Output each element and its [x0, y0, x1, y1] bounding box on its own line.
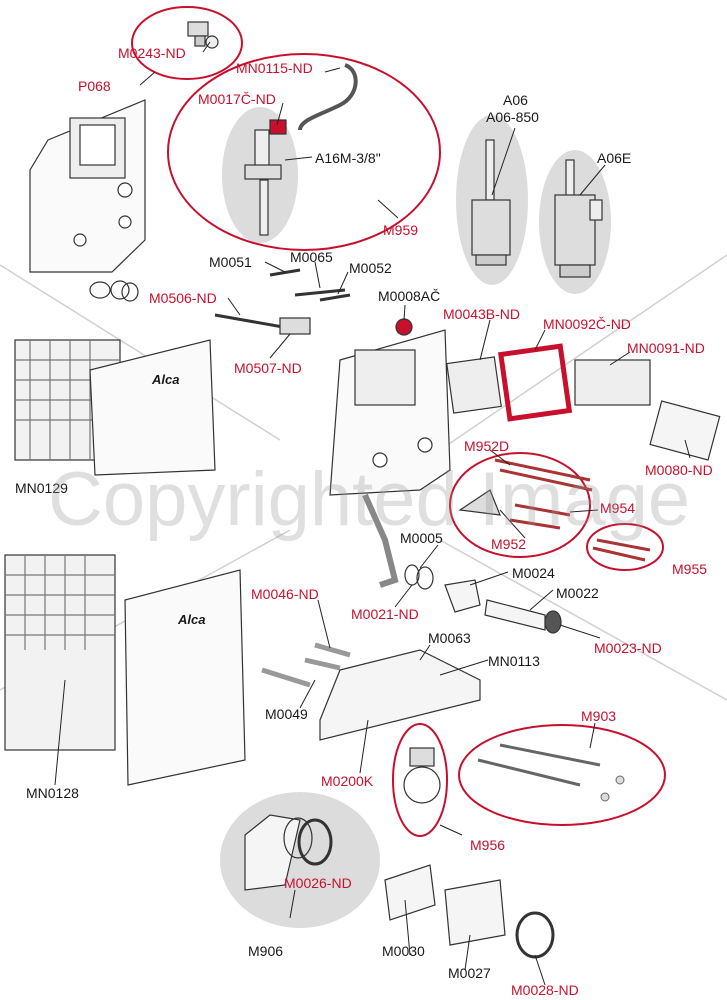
frame-mn0129: [14, 339, 216, 476]
drain-valve-a06: [471, 139, 511, 266]
label-m0026-nd: M0026-ND: [284, 875, 352, 891]
label-m0023-nd: M0023-ND: [594, 640, 662, 656]
label-m959: M959: [383, 222, 419, 238]
label-m952d: M952D: [464, 438, 510, 454]
clamp-m956: [403, 747, 441, 804]
pipe-bottom: [384, 864, 555, 959]
label-m0028-nd: M0028-ND: [511, 982, 579, 998]
rods-m0046-m0049: [261, 642, 351, 688]
label-m956: M956: [470, 837, 506, 853]
label-m0027: M0027: [448, 965, 491, 981]
plate-m0043b: [446, 356, 502, 414]
label-m0021-nd: M0021-ND: [351, 606, 419, 622]
label-m952: M952: [491, 536, 527, 552]
plate-m0080: [649, 400, 721, 461]
label-m0005: M0005: [400, 530, 443, 546]
frame-mn0092: [498, 343, 573, 422]
label-m0063: M0063: [428, 630, 471, 646]
label-a16m: A16M-3/8": [315, 150, 381, 166]
frame-mn0128: [4, 554, 246, 786]
rods-m952d: [494, 458, 593, 492]
label-p068: P068: [78, 78, 111, 94]
label-m0051: M0051: [209, 254, 252, 270]
label-mn0129: MN0129: [15, 480, 68, 496]
parts: [4, 21, 721, 959]
valve-m0243: [187, 21, 219, 49]
label-m0024: M0024: [512, 565, 555, 581]
label-m906: M906: [248, 943, 284, 959]
label-mn0113: MN0113: [488, 653, 540, 669]
label-m0200k: M0200K: [321, 773, 374, 789]
label-a06-850: A06-850: [486, 109, 539, 125]
label-m903: M903: [581, 708, 617, 724]
label-m0052: M0052: [349, 260, 392, 276]
red-group-outlines: [131, 6, 666, 837]
label-m954: M954: [600, 500, 636, 516]
bracket-m0200k: [319, 649, 481, 741]
copyright-watermark: Copyrighted Image: [48, 457, 691, 542]
cistern-top-left: [29, 99, 146, 302]
label-m0017c-nd: M0017Č-ND: [198, 91, 276, 107]
nut-m0008: [395, 318, 413, 336]
label-mn0128: MN0128: [26, 785, 79, 801]
brand-alca-bottom: Alca: [178, 612, 206, 627]
label-m0008ac: M0008AČ: [378, 288, 441, 304]
label-m0049: M0049: [265, 706, 308, 722]
hose-mn0115: [298, 63, 358, 131]
bracket-m0507: [279, 317, 311, 335]
pipe-assembly: [404, 564, 562, 634]
label-m0030: M0030: [382, 943, 425, 959]
group-m903-outline: [458, 724, 666, 826]
rods-m955: [592, 538, 651, 562]
group-m959-outline: [167, 53, 441, 251]
label-m0080-nd: M0080-ND: [645, 462, 713, 478]
group-m0243-outline: [131, 6, 243, 80]
label-a06e: A06E: [597, 150, 632, 166]
leader-lines: [54, 41, 691, 986]
brand-alca-top: Alca: [152, 372, 180, 387]
rods-top: [269, 268, 351, 302]
parts-m952: [458, 489, 571, 530]
label-mn0091-nd: MN0091-ND: [627, 340, 705, 356]
elbow-m906: [244, 814, 333, 891]
label-m0046-nd: M0046-ND: [251, 586, 319, 602]
label-mn0115-nd: MN0115-ND: [236, 60, 313, 76]
label-mn0092c-nd: MN0092Č-ND: [543, 316, 631, 332]
group-m952-outline: [449, 452, 591, 558]
label-m0043b-nd: M0043B-ND: [443, 306, 521, 322]
label-m955: M955: [672, 561, 708, 577]
group-m955-outline: [586, 523, 664, 571]
cistern-center: [329, 329, 451, 588]
label-m0507-nd: M0507-ND: [234, 360, 302, 376]
float-valve-a16m: [244, 119, 287, 236]
rods-m903: [477, 743, 625, 802]
label-m0506-nd: M0506-ND: [149, 290, 217, 306]
drain-valve-a06e: [554, 159, 603, 278]
label-m0022: M0022: [556, 585, 599, 601]
group-m956-outline: [392, 723, 448, 837]
label-m0243-nd: M0243-ND: [118, 45, 186, 61]
label-a06: A06: [503, 92, 528, 108]
label-m0065: M0065: [290, 249, 333, 265]
box-mn0091: [574, 359, 651, 406]
